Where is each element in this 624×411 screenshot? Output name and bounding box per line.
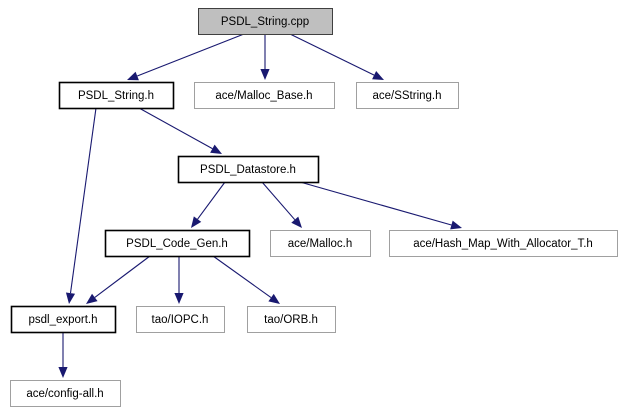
- node-box[interactable]: [104, 229, 251, 258]
- node-box[interactable]: [10, 380, 121, 407]
- node-psdl_datastore_h[interactable]: PSDL_Datastore.h: [177, 155, 320, 184]
- node-box[interactable]: [177, 155, 320, 184]
- node-psdl_string_cpp[interactable]: PSDL_String.cpp: [198, 8, 333, 35]
- edge-line: [289, 33, 375, 76]
- edge-psdl_datastore_h-to-psdl_code_gen_h: [191, 181, 226, 228]
- node-label: PSDL_String.h: [78, 90, 154, 102]
- edge-psdl_string_cpp-to-psdl_string_h: [127, 33, 245, 81]
- node-label: ace/Hash_Map_With_Allocator_T.h: [413, 238, 593, 250]
- edge-line: [261, 181, 296, 221]
- node-box[interactable]: [10, 305, 117, 334]
- node-tao_iopc_h[interactable]: tao/IOPC.h: [136, 306, 225, 333]
- arrowhead-icon: [450, 220, 462, 230]
- node-label: PSDL_Datastore.h: [200, 164, 296, 176]
- node-psdl_export_h[interactable]: psdl_export.h: [10, 305, 117, 334]
- node-box[interactable]: [58, 81, 175, 110]
- arrowhead-icon: [372, 71, 384, 80]
- node-psdl_string_h[interactable]: PSDL_String.h: [58, 81, 175, 110]
- node-label: psdl_export.h: [28, 314, 97, 326]
- node-box[interactable]: [247, 306, 336, 333]
- edge-psdl_string_h-to-psdl_export_h: [65, 107, 97, 304]
- node-ace_hash_map[interactable]: ace/Hash_Map_With_Allocator_T.h: [389, 230, 618, 257]
- arrowhead-icon: [86, 293, 98, 304]
- node-psdl_code_gen_h[interactable]: PSDL_Code_Gen.h: [104, 229, 251, 258]
- edge-psdl_string_cpp-to-ace_sstring: [289, 33, 384, 80]
- arrowhead-icon: [65, 292, 76, 304]
- edge-line: [197, 181, 226, 220]
- node-ace_malloc_h[interactable]: ace/Malloc.h: [270, 230, 371, 257]
- arrowhead-icon: [260, 69, 270, 80]
- node-box[interactable]: [270, 230, 371, 257]
- node-box[interactable]: [356, 82, 459, 109]
- node-label: PSDL_String.cpp: [221, 16, 309, 28]
- edge-line: [94, 255, 151, 298]
- edge-layer: [58, 33, 462, 378]
- edge-psdl_string_h-to-psdl_datastore_h: [138, 107, 222, 154]
- arrowhead-icon: [191, 216, 202, 228]
- edge-psdl_datastore_h-to-ace_malloc_h: [261, 181, 302, 228]
- edge-psdl_code_gen_h-to-psdl_export_h: [86, 255, 151, 304]
- arrowhead-icon: [268, 293, 280, 304]
- node-label: ace/Malloc.h: [288, 238, 353, 250]
- node-label: ace/SString.h: [372, 90, 441, 102]
- node-ace_sstring[interactable]: ace/SString.h: [356, 82, 459, 109]
- node-label: ace/config-all.h: [26, 388, 103, 400]
- arrowhead-icon: [291, 216, 302, 228]
- node-label: tao/IOPC.h: [152, 314, 209, 326]
- node-label: ace/Malloc_Base.h: [215, 90, 312, 102]
- node-label: PSDL_Code_Gen.h: [126, 238, 228, 250]
- edge-psdl_code_gen_h-to-tao_iopc_h: [174, 256, 184, 304]
- edge-psdl_export_h-to-ace_config_all_h: [58, 332, 68, 378]
- node-label: tao/ORB.h: [264, 314, 318, 326]
- edge-line: [299, 181, 452, 226]
- edge-line: [69, 107, 97, 294]
- edge-psdl_datastore_h-to-ace_hash_map: [299, 181, 462, 230]
- edge-psdl_code_gen_h-to-tao_orb_h: [212, 255, 280, 304]
- node-box[interactable]: [136, 306, 225, 333]
- edge-line: [212, 255, 272, 299]
- arrowhead-icon: [174, 293, 184, 304]
- node-tao_orb_h[interactable]: tao/ORB.h: [247, 306, 336, 333]
- arrowhead-icon: [210, 144, 222, 154]
- arrowhead-icon: [58, 367, 68, 378]
- node-ace_malloc_base[interactable]: ace/Malloc_Base.h: [194, 82, 335, 109]
- arrowhead-icon: [127, 71, 139, 81]
- node-ace_config_all_h[interactable]: ace/config-all.h: [10, 380, 121, 407]
- edge-line: [138, 107, 213, 150]
- edge-psdl_string_cpp-to-ace_malloc_base: [260, 34, 270, 80]
- node-box[interactable]: [198, 8, 333, 35]
- edge-line: [137, 33, 245, 77]
- node-box[interactable]: [194, 82, 335, 109]
- node-box[interactable]: [389, 230, 618, 257]
